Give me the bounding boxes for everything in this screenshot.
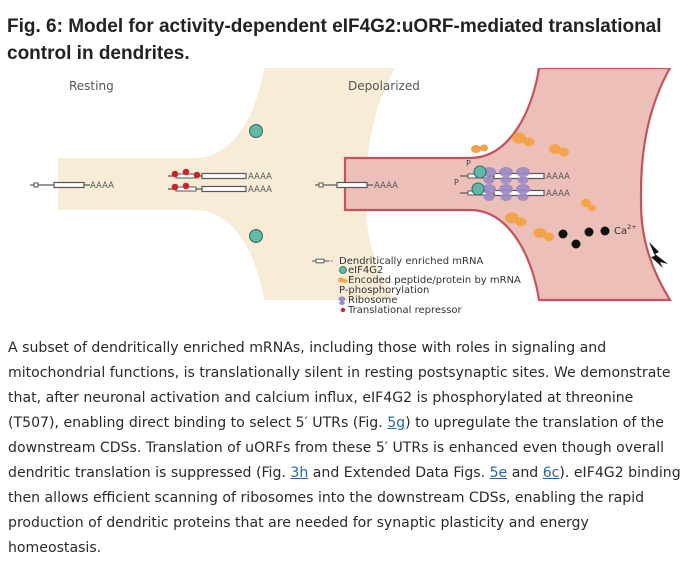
caption-text: ). eIF4G2 binding then allows efficient … (8, 465, 681, 556)
legend-eif4g2-icon (339, 266, 347, 274)
caption-text: ) to upregulate the translation of the d… (8, 415, 665, 481)
mrna-icon (168, 172, 247, 180)
calcium-ion (558, 229, 568, 239)
depolarized-spine-shape (343, 66, 672, 302)
mrna-tail: AAAA (90, 181, 114, 191)
repressor-dot (171, 183, 179, 191)
repressor-dot (182, 182, 190, 190)
repressor-dot (171, 170, 179, 178)
caption-text: and (507, 465, 543, 481)
caption-text: A subset of dendritically enriched mRNAs… (8, 340, 671, 431)
encoded-protein-blob (549, 144, 569, 157)
legend-protein-icon (338, 277, 348, 283)
resting-spine-shape (58, 68, 395, 300)
mrna-icon (315, 181, 373, 189)
phospho-mark: P (466, 159, 471, 168)
mrna-icon (168, 185, 247, 193)
calcium-ion (584, 227, 594, 237)
eif4g2-circle (471, 182, 485, 196)
legend-item-eif4g2: eIF4G2 (348, 265, 383, 276)
legend-ribosome-icon (338, 296, 346, 305)
caption-text: and Extended Data Figs. (308, 465, 490, 481)
link-ext-fig-5e[interactable]: 5e (489, 465, 508, 481)
repressor-dot (182, 168, 190, 176)
mrna-tail: AAAA (248, 172, 272, 182)
model-diagram: Resting AAAA AAAA AAAA Depolarized (30, 66, 672, 316)
calcium-label: Ca2+ (614, 223, 637, 237)
legend: Dendritically enriched mRNA eIF4G2 Encod… (312, 256, 521, 316)
eif4g2-circle (249, 124, 263, 138)
legend-item-ribosome: Ribosome (348, 295, 397, 306)
link-fig-3h[interactable]: 3h (290, 465, 309, 481)
link-fig-5g[interactable]: 5g (387, 415, 406, 431)
eif4g2-circle (473, 165, 487, 179)
mrna-tail: AAAA (546, 172, 570, 182)
calcium-ion (600, 226, 610, 236)
calcium-ion (571, 239, 581, 249)
mrna-tail: AAAA (374, 181, 398, 191)
mrna-tail: AAAA (546, 189, 570, 199)
encoded-protein-blob (581, 198, 596, 212)
eif4g2-circle (249, 229, 263, 243)
encoded-protein-blob (505, 212, 527, 227)
legend-item-repressor: Translational repressor (347, 305, 463, 316)
legend-item-protein: Encoded peptide/protein by mRNA (348, 275, 521, 286)
legend-item-mrna: Dendritically enriched mRNA (339, 256, 483, 267)
repressor-dot (193, 171, 201, 179)
resting-panel-label: Resting (69, 79, 114, 93)
figure-title: Fig. 6: Model for activity-dependent eIF… (7, 16, 662, 64)
legend-repressor-icon (340, 307, 346, 313)
depolarized-panel-label: Depolarized (348, 79, 420, 93)
encoded-protein-blob (512, 132, 535, 147)
figure-caption: A subset of dendritically enriched mRNAs… (8, 336, 684, 561)
legend-item-phosphorylation: P-phosphorylation (339, 285, 429, 296)
encoded-protein-blob (533, 228, 554, 242)
legend-mrna-icon (312, 258, 333, 264)
figure-illustration: Resting AAAA AAAA AAAA Depolarized (0, 66, 692, 328)
mrna-tail: AAAA (248, 185, 272, 195)
mrna-icon (30, 181, 90, 189)
lightning-icon (649, 242, 668, 268)
phospho-mark: P (454, 178, 459, 187)
link-ext-fig-6c[interactable]: 6c (542, 465, 560, 481)
encoded-protein-blob (471, 144, 488, 153)
